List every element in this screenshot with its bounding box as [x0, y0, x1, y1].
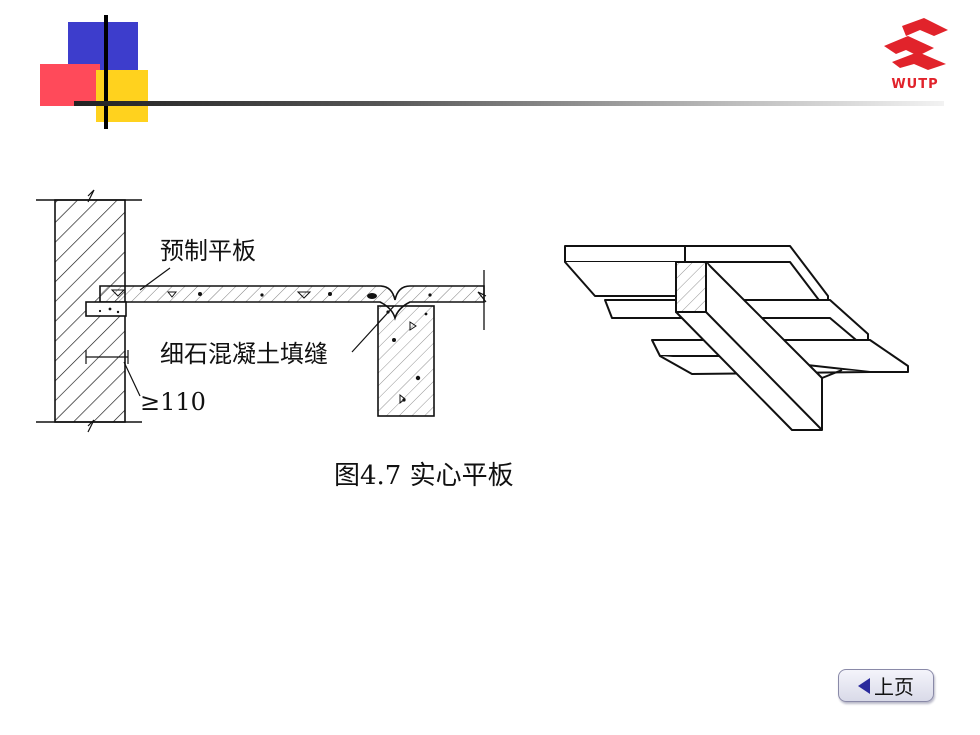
perspective-view [564, 245, 909, 431]
previous-page-button[interactable]: 上页 [838, 669, 934, 702]
label-precast-slab: 预制平板 [160, 237, 256, 265]
previous-page-label: 上页 [874, 675, 914, 699]
decor-title-rule [74, 101, 944, 106]
beam-section [377, 305, 435, 417]
decor-vertical-line [104, 15, 108, 129]
section-view [36, 189, 487, 433]
publisher-logo: WUTP [884, 18, 948, 90]
figure-caption: 图4.7 实心平板 [334, 461, 514, 491]
logo-text: WUTP [891, 77, 938, 90]
left-triangle-icon [858, 677, 870, 694]
label-dimension: ≥110 [140, 388, 206, 416]
decor-red-square [40, 64, 100, 106]
label-grout-joint: 细石混凝土填缝 [160, 340, 328, 368]
